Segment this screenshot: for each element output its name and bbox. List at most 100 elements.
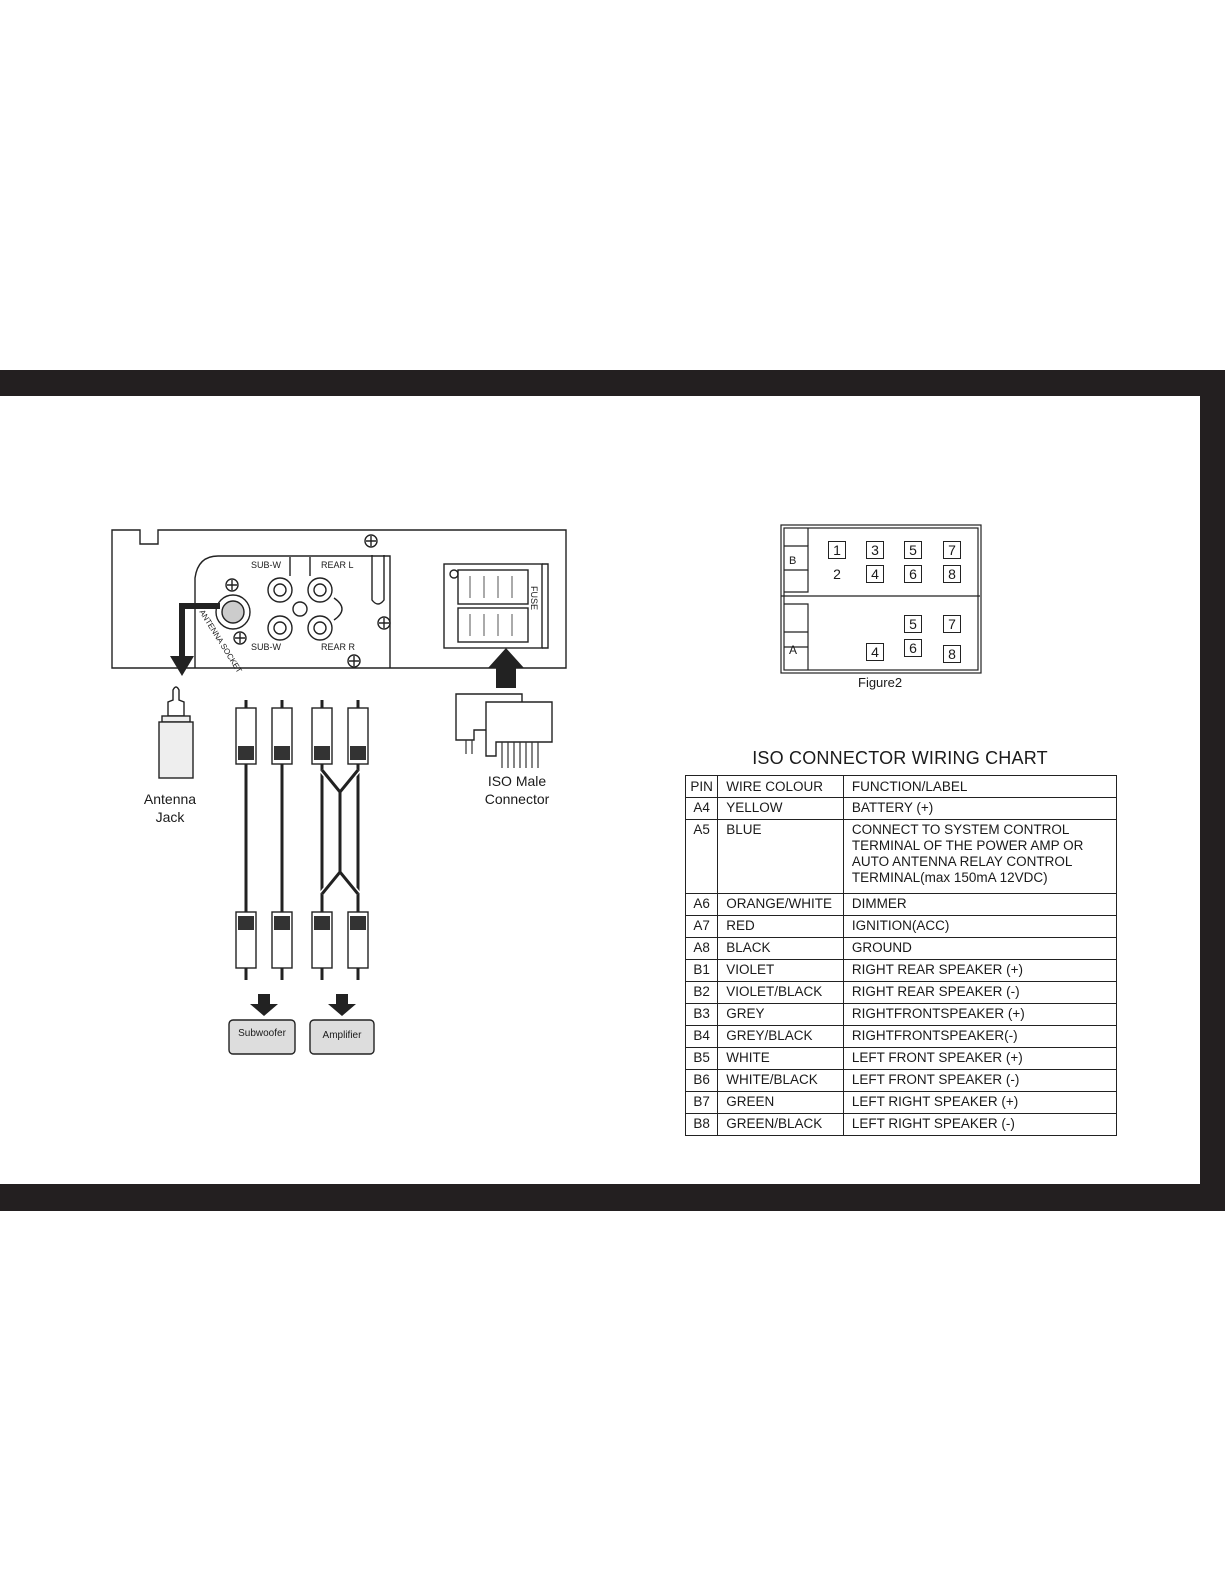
label-rear-l: REAR L xyxy=(321,560,354,570)
cell-wire-colour: GREY xyxy=(717,1003,844,1026)
cell-pin: B2 xyxy=(684,981,719,1004)
wiring-diagram xyxy=(111,529,567,1055)
pin-b-1: 1 xyxy=(828,541,846,559)
antenna-jack-icon xyxy=(158,686,194,779)
cell-pin: A4 xyxy=(684,797,719,820)
label-sub-w-top: SUB-W xyxy=(251,560,281,570)
table-header-row: PIN WIRE COLOUR FUNCTION/LABEL xyxy=(684,775,1118,798)
unit-panel-outline xyxy=(111,529,567,669)
cell-wire-colour: WHITE/BLACK xyxy=(717,1069,844,1092)
unit-inner-panel xyxy=(194,555,391,668)
pin-b-6: 6 xyxy=(904,565,922,583)
cell-function: LEFT RIGHT SPEAKER (-) xyxy=(842,1113,1118,1136)
pin-b-2: 2 xyxy=(833,566,841,582)
pin-b-7: 7 xyxy=(943,541,961,559)
cell-pin: A6 xyxy=(684,893,719,916)
cell-pin: A8 xyxy=(684,937,719,960)
pin-a-6: 6 xyxy=(904,639,922,657)
label-sub-w-bottom: SUB-W xyxy=(251,642,281,652)
cell-function: CONNECT TO SYSTEM CONTROL TERMINAL OF TH… xyxy=(842,819,1118,894)
header-pin: PIN xyxy=(684,775,719,798)
cell-pin: B1 xyxy=(684,959,719,982)
cell-function: BATTERY (+) xyxy=(842,797,1118,820)
amplifier-label: Amplifier xyxy=(322,1030,362,1041)
cell-wire-colour: BLUE xyxy=(717,819,844,894)
subwoofer-arrow xyxy=(250,994,278,1016)
top-band xyxy=(0,370,1225,396)
rca-socket-icon xyxy=(307,577,333,603)
right-band xyxy=(1200,370,1225,1211)
chart-title: ISO CONNECTOR WIRING CHART xyxy=(752,748,1048,768)
cell-wire-colour: ORANGE/WHITE xyxy=(717,893,844,916)
iso-socket xyxy=(443,563,543,649)
cell-wire-colour: GREY/BLACK xyxy=(717,1025,844,1048)
cell-pin: B8 xyxy=(684,1113,719,1136)
rca-socket-icon xyxy=(267,615,293,641)
cell-pin: B5 xyxy=(684,1047,719,1070)
cell-function: LEFT FRONT SPEAKER (-) xyxy=(842,1069,1118,1092)
cell-pin: A5 xyxy=(684,819,719,894)
iso-male-connector-icon xyxy=(455,693,553,757)
header-wire-colour: WIRE COLOUR xyxy=(717,775,844,798)
pin-b-3: 3 xyxy=(866,541,884,559)
cell-wire-colour: BLACK xyxy=(717,937,844,960)
cell-function: DIMMER xyxy=(842,893,1118,916)
rca-cables xyxy=(244,700,360,980)
cell-function: RIGHT REAR SPEAKER (+) xyxy=(842,959,1118,982)
cell-wire-colour: RED xyxy=(717,915,844,938)
cell-function: LEFT FRONT SPEAKER (+) xyxy=(842,1047,1118,1070)
amplifier-box xyxy=(309,1019,375,1055)
subwoofer-box xyxy=(228,1019,296,1055)
screw-icon xyxy=(364,534,378,548)
cell-function: IGNITION(ACC) xyxy=(842,915,1118,938)
pin-a-7: 7 xyxy=(943,615,961,633)
panel-corner xyxy=(1140,396,1200,1184)
cell-pin: B7 xyxy=(684,1091,719,1114)
cell-pin: B4 xyxy=(684,1025,719,1048)
pin-a-5: 5 xyxy=(904,615,922,633)
cell-wire-colour: VIOLET/BLACK xyxy=(717,981,844,1004)
pin-b-8: 8 xyxy=(943,565,961,583)
cell-pin: A7 xyxy=(684,915,719,938)
cell-function: RIGHTFRONTSPEAKER(-) xyxy=(842,1025,1118,1048)
cell-pin: B6 xyxy=(684,1069,719,1092)
block-a-label: A xyxy=(789,643,798,657)
rca-socket-icon xyxy=(267,577,293,603)
iso-arrow xyxy=(488,648,524,688)
pin-b-4: 4 xyxy=(866,565,884,583)
screw-icon xyxy=(225,578,239,592)
rca-plug-icon xyxy=(235,707,369,969)
antenna-jack-label: Antenna Jack xyxy=(143,791,197,825)
subwoofer-label: Subwoofer xyxy=(238,1028,286,1039)
iso-pin-layout-figure xyxy=(780,524,982,674)
block-b-label: B xyxy=(789,555,797,567)
label-rear-r: REAR R xyxy=(321,642,356,652)
figure-caption: Figure2 xyxy=(858,675,903,690)
rca-socket-icon xyxy=(307,615,333,641)
label-fuse: FUSE xyxy=(529,586,539,611)
header-function: FUNCTION/LABEL xyxy=(842,775,1118,798)
iso-male-connector-label: ISO Male Connector xyxy=(484,773,550,807)
pin-b-5: 5 xyxy=(904,541,922,559)
antenna-socket-icon xyxy=(215,594,251,630)
antenna-arrow xyxy=(179,603,220,658)
pin-a-4: 4 xyxy=(866,643,884,661)
cell-function: LEFT RIGHT SPEAKER (+) xyxy=(842,1091,1118,1114)
cell-wire-colour: WHITE xyxy=(717,1047,844,1070)
amplifier-arrow xyxy=(328,994,356,1016)
cell-pin: B3 xyxy=(684,1003,719,1026)
